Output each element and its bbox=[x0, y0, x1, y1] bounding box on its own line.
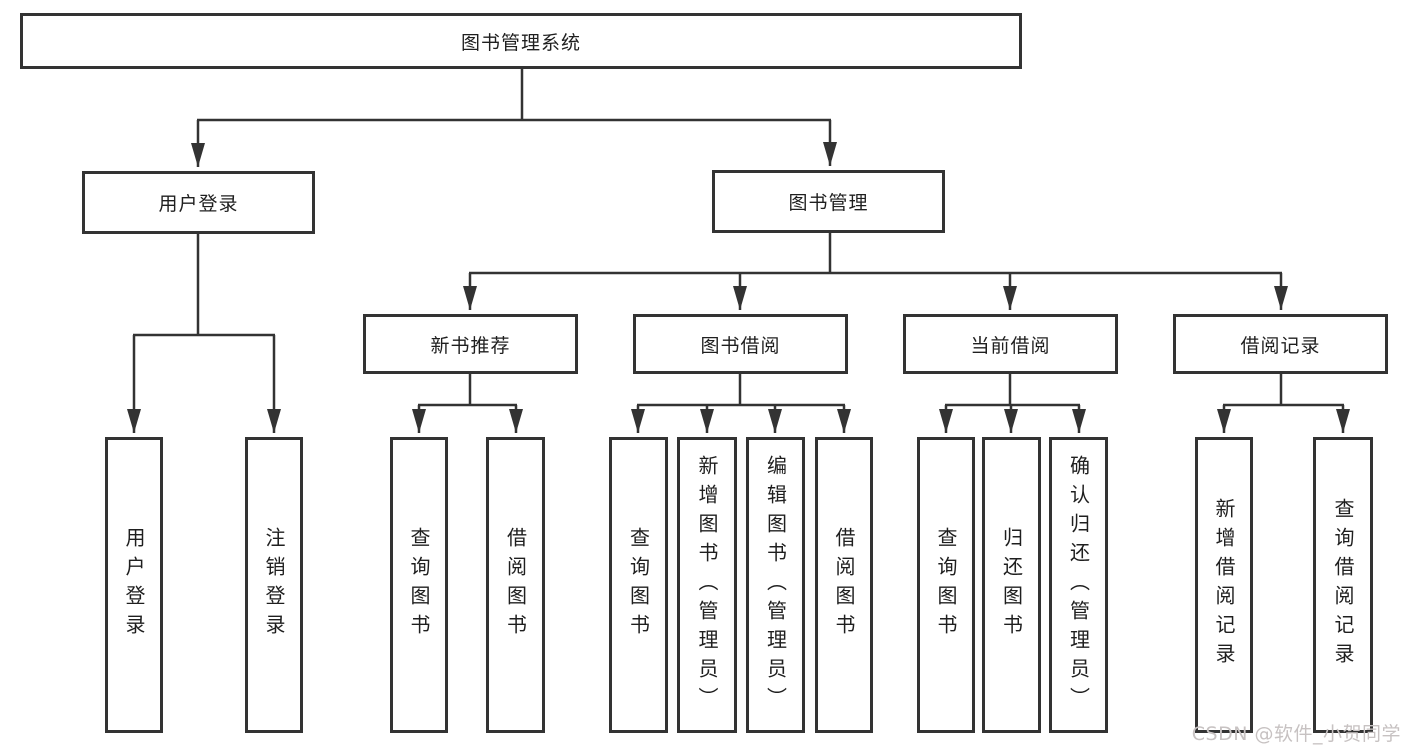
node-label: 查询图书 bbox=[626, 527, 651, 643]
node-label: 查询借阅记录 bbox=[1331, 498, 1355, 672]
node-label: 图书管理 bbox=[788, 192, 869, 214]
leaf-user-login: 用户登录 bbox=[105, 437, 163, 733]
node-borrowing-records: 借阅记录 bbox=[1173, 314, 1388, 374]
node-user-login: 用户登录 bbox=[82, 171, 315, 234]
node-label: 用户登录 bbox=[158, 193, 239, 215]
node-label: 查询图书 bbox=[934, 527, 958, 643]
leaf-query-books-borrow: 查询图书 bbox=[609, 437, 668, 733]
leaf-borrow-books-recommend: 借阅图书 bbox=[486, 437, 545, 733]
node-label: 新书推荐 bbox=[430, 334, 511, 357]
leaf-add-borrow-record: 新增借阅记录 bbox=[1195, 437, 1253, 733]
leaf-edit-book-admin: 编辑图书（管理员） bbox=[746, 437, 805, 733]
node-label: 借阅记录 bbox=[1240, 334, 1321, 357]
leaf-confirm-return-admin: 确认归还（管理员） bbox=[1049, 437, 1108, 733]
node-label: 借阅图书 bbox=[503, 527, 528, 643]
leaf-add-book-admin: 新增图书（管理员） bbox=[677, 437, 737, 733]
leaf-logout: 注销登录 bbox=[245, 437, 303, 733]
node-label: 归还图书 bbox=[999, 527, 1024, 643]
leaf-borrow-books: 借阅图书 bbox=[815, 437, 873, 733]
node-label: 注销登录 bbox=[262, 527, 286, 643]
node-label: 当前借阅 bbox=[970, 334, 1051, 357]
leaf-query-books-current: 查询图书 bbox=[917, 437, 975, 733]
node-new-book-recommend: 新书推荐 bbox=[363, 314, 578, 374]
node-book-management: 图书管理 bbox=[712, 170, 945, 233]
node-label: 图书管理系统 bbox=[460, 31, 581, 54]
node-current-borrowing: 当前借阅 bbox=[903, 314, 1118, 374]
node-library-system-root: 图书管理系统 bbox=[20, 13, 1022, 69]
node-label: 借阅图书 bbox=[832, 527, 856, 643]
node-label: 新增图书（管理员） bbox=[695, 454, 719, 716]
node-label: 新增借阅记录 bbox=[1212, 498, 1236, 672]
node-label: 查询图书 bbox=[407, 527, 431, 643]
node-label: 确认归还（管理员） bbox=[1066, 454, 1091, 716]
csdn-watermark: CSDN @软件_小贺同学 bbox=[1191, 723, 1401, 745]
node-book-borrowing: 图书借阅 bbox=[633, 314, 848, 374]
leaf-return-books: 归还图书 bbox=[982, 437, 1041, 733]
leaf-query-borrow-record: 查询借阅记录 bbox=[1313, 437, 1373, 733]
node-label: 用户登录 bbox=[122, 527, 146, 643]
node-label: 图书借阅 bbox=[700, 334, 781, 357]
leaf-query-books-recommend: 查询图书 bbox=[390, 437, 448, 733]
node-label: 编辑图书（管理员） bbox=[763, 454, 788, 716]
